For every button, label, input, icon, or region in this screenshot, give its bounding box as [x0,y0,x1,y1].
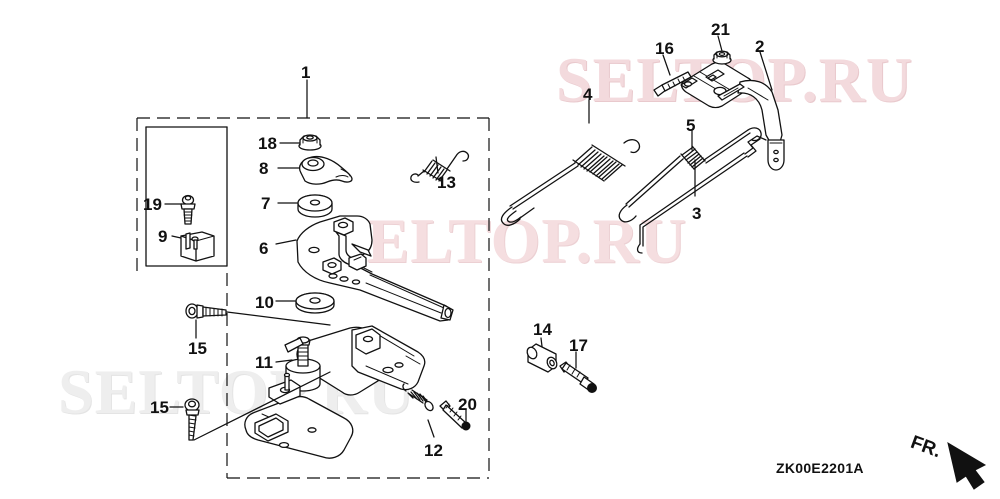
part-6-control-base-plate [275,215,454,322]
part-13-return-spring [410,150,470,183]
part-5-throttle-return-spring [618,127,762,223]
callout-16[interactable]: 16 [655,39,674,58]
part-15-flange-bolt-lower [169,371,331,441]
part-11-control-bracket [244,325,426,459]
callout-2[interactable]: 2 [755,37,765,56]
part-9-wire-clamp [171,231,215,262]
part-16-pan-screw [653,54,692,97]
callout-1[interactable]: 1 [301,63,311,82]
part-17-socket-bolt [559,351,597,393]
part-7-friction-washer [277,194,333,218]
callout-18[interactable]: 18 [258,134,277,153]
assembly-dashed-boundary [136,117,490,479]
callout-8[interactable]: 8 [259,159,269,178]
callout-6[interactable]: 6 [259,239,269,258]
part-4-governor-spring-long [500,99,641,226]
part-19-flange-screw [164,194,196,225]
part-20-tapping-screw [439,400,471,431]
part-15-flange-bolt-upper [185,303,331,339]
part-12-small-spring [402,383,435,438]
part-8-control-cam-lever [277,155,353,185]
callout-15-upper[interactable]: 15 [188,339,207,358]
callout-10[interactable]: 10 [255,293,274,312]
callout-4[interactable]: 4 [583,85,593,104]
part-10-flat-washer [275,292,335,314]
part-2-throttle-lever [680,51,785,171]
callout-20[interactable]: 20 [458,395,477,414]
part-14-collar-spacer [526,337,558,373]
callout-19[interactable]: 19 [143,195,162,214]
callout-7[interactable]: 7 [261,194,271,213]
callout-14[interactable]: 14 [533,320,552,339]
callout-9[interactable]: 9 [158,227,168,246]
orientation-arrow-icon [947,441,987,490]
callout-15-lower[interactable]: 15 [150,398,169,417]
callout-11[interactable]: 11 [255,353,273,372]
part-18-flange-nut [279,134,322,151]
part-3-governor-rod [636,135,767,254]
callout-3[interactable]: 3 [692,204,702,223]
diagram-code: ZK00E2201A [776,460,864,476]
subassembly-solid-boundary [145,126,228,267]
callout-5[interactable]: 5 [686,116,696,135]
callout-17[interactable]: 17 [569,336,588,355]
callout-12[interactable]: 12 [424,441,443,460]
callout-21[interactable]: 21 [711,20,730,39]
part-21-lock-nut [712,35,732,65]
callout-13[interactable]: 13 [437,173,456,192]
